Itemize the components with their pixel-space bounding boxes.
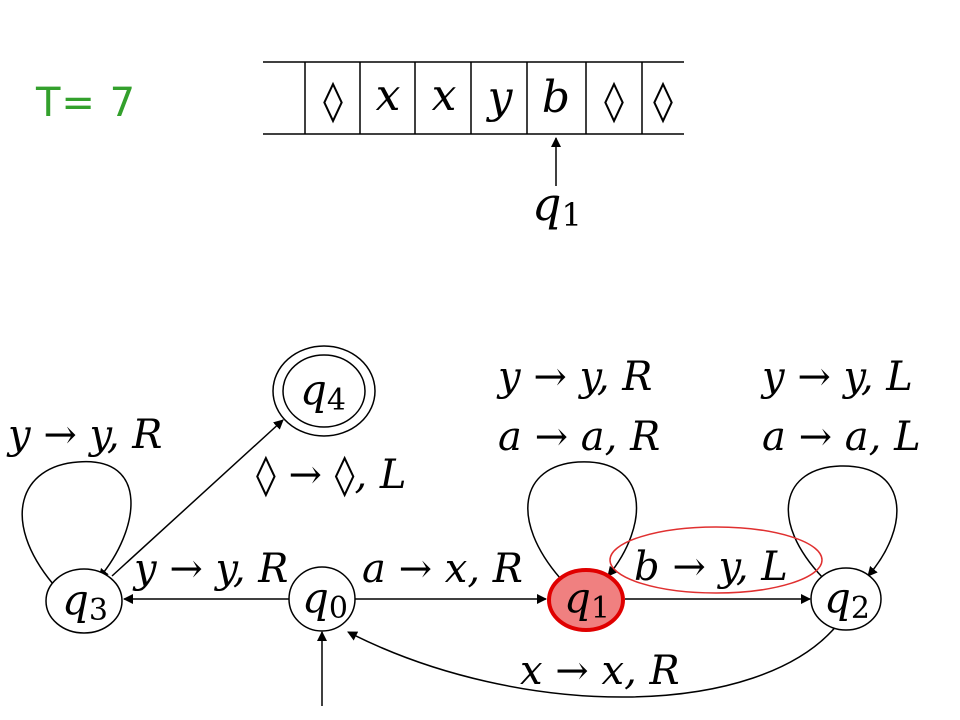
tape-cell-3: x — [432, 70, 457, 121]
label-q0-q3: y → y, R — [132, 546, 288, 592]
state-q0 — [288, 566, 356, 632]
label-q0-q1: a → x, R — [362, 546, 523, 592]
label-q1-q2: b → y, L — [634, 544, 788, 590]
tape-cell-5: b — [542, 72, 570, 123]
tape-cell-1: ◊ — [323, 78, 343, 124]
transition-labels: y → y, R ◊ → ◊, L y → y, R a → x, R y → … — [6, 354, 921, 694]
state-q1-label: q1 — [564, 573, 610, 626]
label-q3-q4: ◊ → ◊, L — [256, 452, 406, 498]
loop-q3 — [21, 461, 132, 585]
label-q2-loop-1: y → y, L — [760, 354, 913, 400]
states: q3 q0 q1 q2 q4 — [45, 345, 882, 634]
state-q2 — [810, 567, 882, 631]
label-q1-loop-2: a → a, R — [498, 414, 660, 460]
tape-cell-4: y — [486, 72, 514, 123]
state-q0-label: q0 — [302, 573, 348, 626]
label-q2-q0: x → x, R — [520, 648, 680, 694]
label-q1-loop-1: y → y, R — [496, 354, 652, 400]
tape-head-state: q1 — [532, 177, 582, 234]
tape-head: q1 — [532, 137, 582, 234]
label-q3-loop: y → y, R — [6, 412, 162, 458]
label-q2-loop-2: a → a, L — [762, 414, 921, 460]
loop-q1 — [527, 461, 638, 579]
state-q3 — [45, 568, 123, 634]
active-transition-highlight — [609, 526, 823, 594]
transitions — [21, 419, 898, 706]
time-step-label: T= 7 — [36, 80, 137, 126]
state-q2-label: q2 — [824, 573, 870, 626]
edge-q3-q4 — [111, 419, 284, 577]
state-q1-active — [547, 568, 625, 632]
tape-cell-6: ◊ — [604, 78, 624, 124]
edge-q2-q0 — [347, 623, 839, 698]
loop-q2 — [787, 465, 898, 579]
state-q3-label: q3 — [62, 575, 108, 628]
state-q4-label: q4 — [300, 365, 346, 418]
state-q4-inner — [282, 354, 366, 428]
tape-cell-7: ◊ — [653, 78, 673, 124]
tape: ◊ x x y b ◊ ◊ — [263, 61, 684, 135]
tape-cell-2: x — [376, 70, 401, 121]
